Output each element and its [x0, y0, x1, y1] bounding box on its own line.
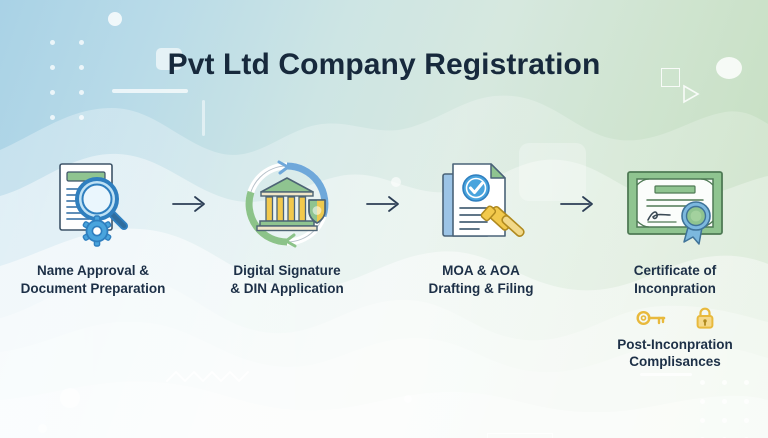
post-incorporation-icons	[636, 307, 714, 329]
step-2-caption: Digital Signature & DIN Application	[230, 262, 344, 298]
step-certificate[interactable]: Certificate of Inconpration	[600, 158, 750, 371]
vertical-line-top-center	[202, 100, 205, 136]
outlined-rectangle-bottom-center	[487, 433, 553, 438]
step-2-caption-line2: & DIN Application	[230, 280, 344, 296]
step-4-caption-line2: Inconpration	[634, 280, 716, 296]
step-4-caption-line1: Certificate of	[633, 263, 717, 278]
post-incorporation-caption-line2: Complisances	[629, 354, 721, 370]
step-digital-signature[interactable]: Digital Signature & DIN Application	[212, 158, 362, 298]
step-3-caption-line2: Drafting & Filing	[428, 280, 534, 296]
outlined-triangle-top-right	[683, 84, 700, 104]
step-3-caption-line1: MOA & AOA	[442, 263, 520, 278]
step-name-approval[interactable]: Name Approval & Document Preparation	[18, 158, 168, 298]
circle-bottom-center-small	[404, 395, 412, 403]
key-icon	[636, 310, 666, 325]
zigzag-bottom-left	[166, 371, 249, 382]
step-1-caption-line2: Document Preparation	[20, 280, 166, 296]
step-3-caption: MOA & AOA Drafting & Filing	[429, 262, 534, 298]
arrow-right-icon	[168, 158, 212, 250]
step-moa-aoa[interactable]: MOA & AOA Drafting & Filing	[406, 158, 556, 298]
process-steps: Name Approval & Document Preparation	[0, 158, 768, 369]
padlock-icon	[696, 307, 714, 329]
step-2-caption-line1: Digital Signature	[233, 263, 341, 278]
step-4-caption: Certificate of Inconpration	[634, 262, 717, 298]
underline-bottom-right	[640, 373, 692, 376]
dot-grid-bottom-right	[700, 380, 749, 438]
post-incorporation-block: Post-Inconpration Complisances	[617, 307, 733, 372]
bank-shield-cycle-icon	[235, 158, 339, 250]
circle-bottom-left-small	[38, 424, 47, 433]
circle-top-left	[108, 12, 122, 26]
post-incorporation-caption-line1: Post-Inconpration	[617, 336, 733, 352]
arrow-right-icon	[362, 158, 406, 250]
underline-top-left	[112, 89, 188, 93]
circle-bottom-left	[60, 388, 80, 408]
post-incorporation-caption: Post-Inconpration Complisances	[617, 336, 733, 372]
document-magnifier-gear-icon	[45, 158, 141, 250]
documents-check-gavel-icon	[431, 158, 531, 250]
step-1-caption-line1: Name Approval &	[36, 263, 150, 278]
step-1-caption: Name Approval & Document Preparation	[21, 262, 166, 298]
certificate-rosette-icon	[620, 158, 730, 250]
page-title: Pvt Ltd Company Registration	[167, 48, 601, 81]
arrow-right-icon	[556, 158, 600, 250]
